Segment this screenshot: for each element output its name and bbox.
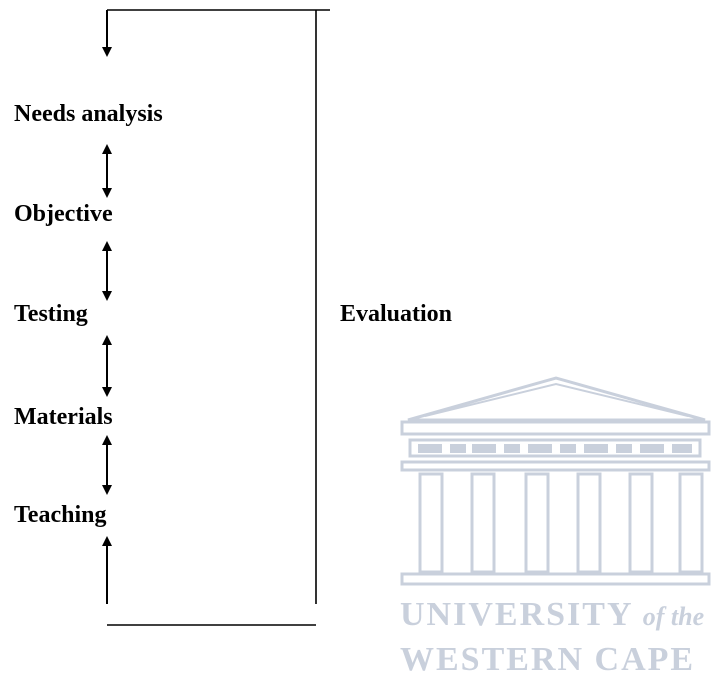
- watermark-university-main: UNIVERSITY: [400, 596, 643, 633]
- evaluation-label: Evaluation: [340, 301, 453, 327]
- watermark-university-text: UNIVERSITY of the: [400, 598, 704, 632]
- teaching-label: Teaching: [14, 502, 107, 528]
- objective-label: Objective: [14, 201, 113, 227]
- watermark-of-the: of the: [642, 602, 705, 631]
- testing-label: Testing: [14, 301, 88, 327]
- evaluation-feedback-loop: [107, 9, 330, 626]
- needs-analysis-label: Needs analysis: [14, 101, 163, 127]
- materials-label: Materials: [14, 404, 113, 430]
- university-building-logo-icon: [400, 376, 711, 586]
- watermark-western-cape-text: WESTERN CAPE: [400, 641, 696, 678]
